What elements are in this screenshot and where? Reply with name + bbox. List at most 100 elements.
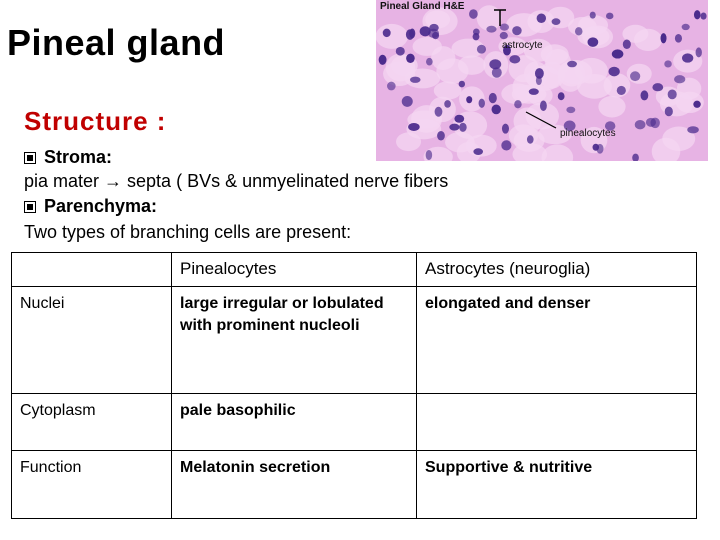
cell-nucleus [501,140,512,151]
cell-cytoplasm [603,73,631,98]
parenchyma-label: Parenchyma: [44,196,158,216]
cell-nucleus [567,60,577,68]
cell-cytoplasm [451,38,485,58]
cell-cytoplasm [651,137,681,161]
cell-nucleus [472,32,480,41]
table-header-row: Pinealocytes Astrocytes (neuroglia) [11,252,697,287]
cell-nucleus [426,57,433,66]
cell-nucleus [478,98,485,108]
cell-nucleus [557,92,565,101]
cell-nucleus [473,148,483,155]
cell-nucleus [622,39,631,50]
cell-cytoplasm [376,23,408,49]
cell-cytoplasm [540,44,569,65]
row-label: Cytoplasm [11,393,172,451]
micrograph-image [376,0,708,161]
cell-nucleus [695,47,702,58]
cell-nucleus [640,90,649,101]
cell-nucleus [382,28,391,38]
cell-nucleus [674,75,686,84]
cell-nucleus [634,119,646,130]
cell-nucleus [660,33,667,44]
table-header-cell: Pinealocytes [171,252,417,287]
cell-nucleus [488,92,497,104]
cell-nucleus [551,18,561,26]
cell-nucleus [693,100,701,108]
cell-nucleus [501,123,509,134]
cell-nucleus [664,60,672,68]
cell-cytoplasm [506,13,542,37]
cell-nucleus [499,23,509,31]
cell-cytoplasm [511,84,547,104]
cell-nucleus [434,106,443,117]
cell-nucleus [611,49,624,59]
cell-cytoplasm [633,28,663,51]
cell-nucleus [652,83,664,92]
cell-nucleus [437,130,445,141]
cell-nucleus [574,27,583,36]
row-label: Function [11,450,172,519]
cell-nucleus [491,67,502,78]
row-label: Nuclei [11,286,172,394]
cell-nucleus [645,117,657,127]
cell-cytoplasm [431,46,456,71]
cell-nucleus [700,12,707,20]
micrograph-caption: Pineal Gland H&E [380,1,465,12]
cell-nucleus [408,122,420,131]
cell-nucleus [458,80,466,88]
cell-nucleus [469,9,478,19]
cell-nucleus [466,96,473,104]
stroma-label: Stroma: [44,147,113,167]
cell-nucleus [566,106,576,114]
cell-nucleus [499,31,508,40]
cell-nucleus [514,100,522,109]
cell-nucleus [378,54,387,65]
slide-title: Pineal gland [7,22,226,63]
pinealocytes-cell: pale basophilic [171,393,417,451]
cell-nucleus [534,68,544,79]
cell-nucleus [444,100,451,108]
table-header-cell [11,252,172,287]
cell-cytoplasm [396,132,422,152]
cell-nucleus [526,135,534,144]
cell-cytoplasm [476,5,502,31]
pinealocyte-label: pinealocytes [560,128,616,139]
cell-nucleus [632,153,639,161]
cell-nucleus [681,23,690,31]
cell-nucleus [604,121,616,131]
stroma-item: Stroma: [24,147,112,168]
cell-cytoplasm [465,134,497,157]
cell-nucleus [587,37,599,47]
table-header-cell: Astrocytes (neuroglia) [416,252,697,287]
table-row: Cytoplasm pale basophilic [11,393,697,451]
structure-heading: Structure : [24,106,167,136]
cell-nucleus [528,88,539,95]
cell-nucleus [409,76,421,83]
cell-nucleus [491,104,501,115]
cell-nucleus [476,44,487,54]
cell-nucleus [589,11,596,19]
comparison-table: Pinealocytes Astrocytes (neuroglia) Nucl… [11,252,697,519]
cell-nucleus [630,71,641,82]
astrocyte-label: astrocyte [502,40,543,51]
cell-nucleus [459,122,467,132]
cell-nucleus [596,143,604,154]
cell-nucleus [536,13,547,24]
cell-nucleus [449,123,460,131]
cell-nucleus [512,26,522,36]
astrocytes-cell: Supportive & nutritive [416,450,697,519]
cell-cytoplasm [574,57,608,84]
cell-nucleus [667,89,677,100]
cell-cytoplasm [541,144,574,161]
cell-cytoplasm [425,10,451,29]
parenchyma-text: Two types of branching cells are present… [24,222,352,242]
cell-nucleus [605,12,614,20]
cell-nucleus [693,10,701,20]
table-row: Nuclei large irregular or lobulated with… [11,286,697,394]
cell-nucleus [425,149,433,161]
cell-nucleus [489,59,502,70]
cell-cytoplasm [577,26,610,47]
cell-nucleus [454,114,465,123]
cell-nucleus [509,55,521,64]
cell-cytoplasm [525,102,559,130]
